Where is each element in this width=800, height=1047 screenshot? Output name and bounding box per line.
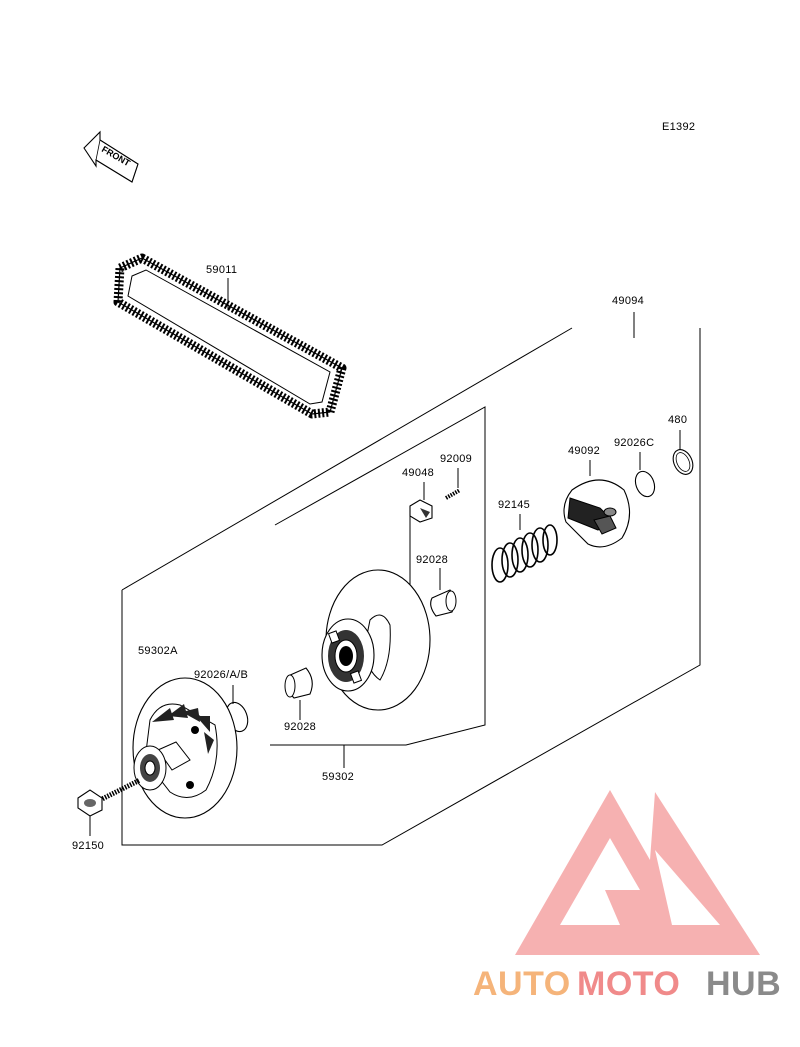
label-49094: 49094 [612,295,644,307]
label-92028-upper: 92028 [416,554,448,566]
bolt-92150 [77,777,142,817]
washer-92026c [634,470,656,498]
retaining-ring-480 [672,449,694,475]
torque-cam-49092 [563,479,631,548]
drive-belt [113,253,347,419]
label-92009: 92009 [440,453,472,465]
label-92026c: 92026C [614,437,654,449]
bushing-92028-lower [284,667,313,699]
label-59302a: 59302A [138,645,178,657]
label-59011: 59011 [206,264,237,276]
assembly-outline [121,328,701,846]
label-49048: 49048 [402,467,434,479]
label-49092: 49092 [568,445,600,457]
watermark-auto: AUTO [473,965,571,1003]
fixed-sheave-59302a [132,677,238,819]
slider-49048 [409,499,433,523]
watermark-moto: MOTO [577,965,680,1003]
label-92145: 92145 [498,499,530,511]
label-480: 480 [668,414,687,426]
front-arrow-icon: FRONT [83,130,139,183]
spring-92145 [491,524,558,583]
label-92026-a-b: 92026/A/B [194,669,248,681]
label-92150: 92150 [72,840,104,852]
screw-92009 [445,468,461,500]
watermark-triangle [515,790,760,955]
watermark-logo: AUTO MOTO HUB [473,790,781,1003]
movable-sheave-59302 [321,569,431,711]
label-92028-lower: 92028 [284,721,316,733]
label-59302: 59302 [322,771,354,783]
bushing-92028-upper [430,589,457,617]
watermark-hub: HUB [706,965,781,1003]
sub-assembly-outline [270,406,486,746]
diagram-code: E1392 [662,121,695,133]
